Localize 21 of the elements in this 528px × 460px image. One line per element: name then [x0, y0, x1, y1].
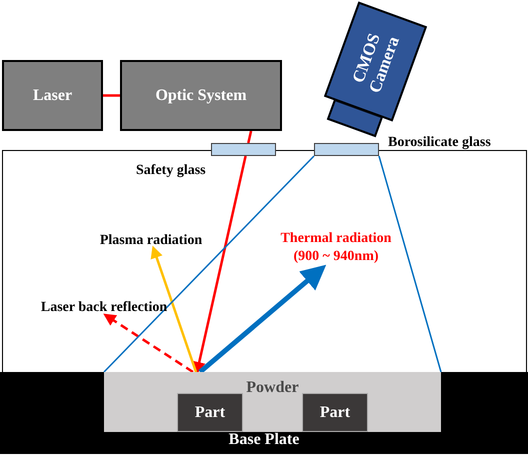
powder-bed — [104, 372, 441, 432]
connector-line — [103, 155, 315, 373]
radiation-label: Plasma radiation — [92, 230, 210, 248]
base-plate — [0, 372, 528, 454]
connector-line — [103, 94, 120, 97]
laser-box: Laser — [2, 60, 103, 131]
node-label: Powder — [245, 378, 300, 398]
connector-line — [378, 156, 442, 372]
part-block: Part — [177, 393, 243, 432]
arrow — [193, 156, 247, 374]
node-label: Safety glass — [136, 162, 206, 180]
reflection-label: Laser back reflection — [36, 297, 172, 315]
connector-line — [247, 130, 252, 144]
arrow — [150, 246, 198, 372]
part-block: Part — [302, 393, 368, 432]
optic-system-box: Optic System — [120, 60, 282, 131]
arrow — [198, 264, 326, 374]
node-label: Base Plate — [228, 430, 300, 450]
node-label: Borosilicate glass — [388, 134, 491, 152]
radiation-label: Thermal radiation (900 ~ 940nm) — [268, 230, 404, 268]
dashed-arrow — [103, 314, 194, 374]
